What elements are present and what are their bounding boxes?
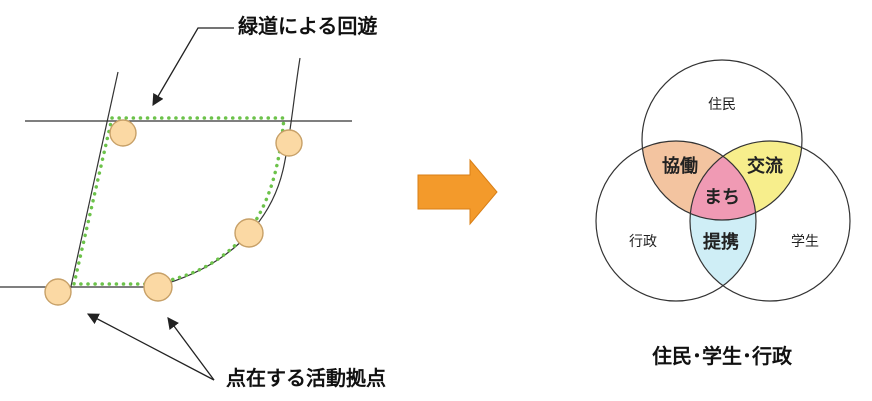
road-left <box>67 71 119 301</box>
greenway-map: 緑道による回遊 点在する活動拠点 <box>0 14 386 390</box>
label-exchange: 交流 <box>747 155 783 177</box>
circle-residents <box>641 59 803 221</box>
transition-arrow <box>417 158 498 226</box>
venn-diagram: 住民 行政 学生 協働 交流 提携 まち 住民･学生･行政 <box>595 59 851 368</box>
label-students: 学生 <box>791 234 819 250</box>
activity-node <box>234 218 264 248</box>
activity-nodes <box>44 119 303 306</box>
activity-node <box>44 278 72 306</box>
label-government: 行政 <box>629 234 657 250</box>
greenway-loop <box>71 116 286 286</box>
label-partnership: 提携 <box>703 231 739 253</box>
greenway-pointer <box>152 27 234 107</box>
circle-government <box>595 140 757 302</box>
activity-pointer-left <box>86 313 215 381</box>
label-collaboration: 協働 <box>662 155 698 177</box>
overlap-center <box>690 141 756 220</box>
greenway-label: 緑道による回遊 <box>238 14 377 38</box>
label-residents: 住民 <box>708 97 736 113</box>
activity-node <box>143 272 173 302</box>
road-curve <box>154 57 301 288</box>
circle-students <box>689 140 851 302</box>
label-town: まち <box>704 187 740 208</box>
activity-node <box>275 129 303 157</box>
activity-points-label: 点在する活動拠点 <box>226 366 386 390</box>
venn-caption: 住民･学生･行政 <box>652 344 793 368</box>
activity-node <box>109 119 137 147</box>
activity-pointer-right <box>167 317 215 381</box>
